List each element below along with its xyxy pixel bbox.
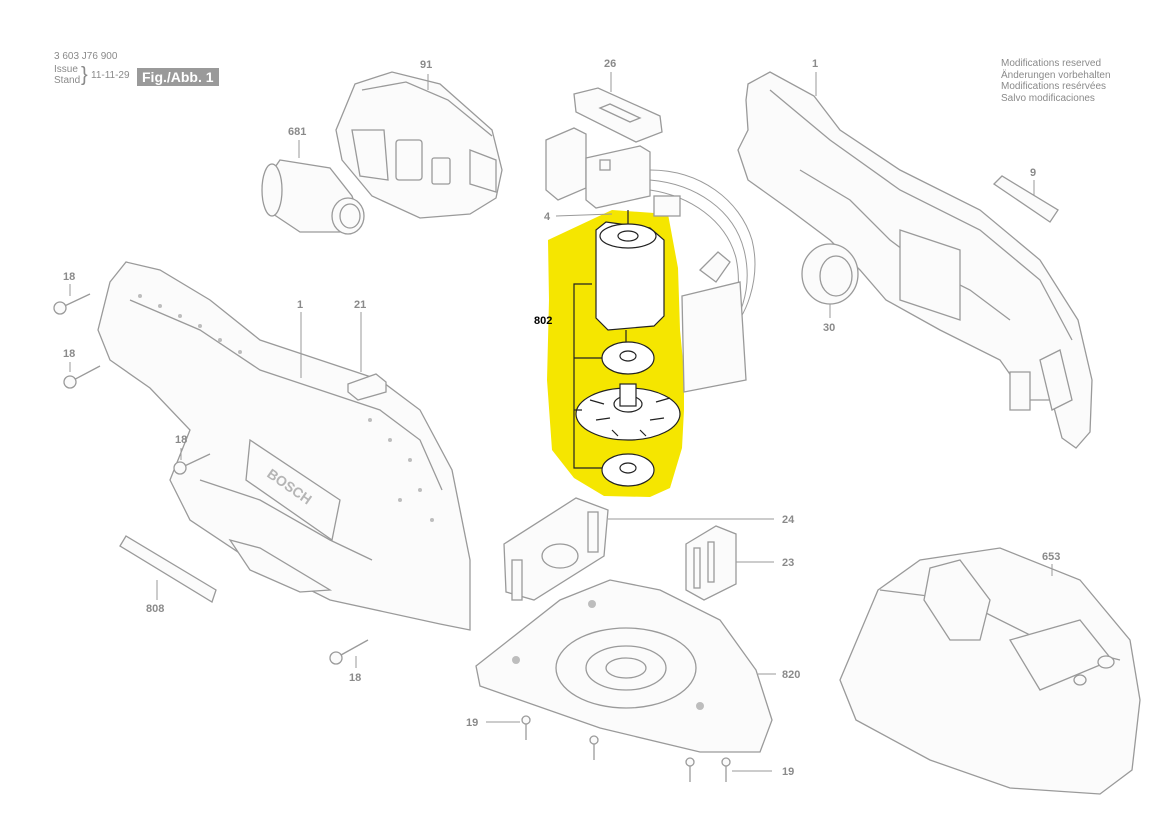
screw-18b: [63, 365, 101, 389]
stand-label: Stand: [54, 75, 81, 86]
name-plate: [119, 535, 217, 603]
charger: [839, 547, 1141, 795]
callout-1-right: 1: [812, 58, 818, 70]
seal-ring: [801, 243, 859, 305]
callout-820: 820: [782, 669, 800, 681]
screw-18d: [329, 639, 369, 665]
sanding-plate: [475, 579, 773, 753]
callout-24: 24: [782, 514, 795, 526]
notice-es: Salvo modificaciones: [1001, 92, 1095, 104]
motor-assembly: [573, 210, 681, 487]
notice-en: Modifications reserved: [1001, 58, 1102, 69]
callout-23: 23: [782, 557, 794, 569]
callout-653: 653: [1042, 551, 1060, 563]
clip: [347, 373, 387, 401]
pad-holder: [503, 497, 609, 601]
callout-1-left: 1: [297, 299, 303, 311]
screw-18c: [173, 453, 211, 475]
callout-19b: 19: [782, 766, 794, 778]
screw-19b: [589, 735, 599, 760]
screw-19c: [685, 757, 695, 782]
housing-right: [737, 71, 1093, 449]
callout-18b: 18: [63, 348, 75, 360]
screw-19d: [721, 757, 731, 782]
callout-681: 681: [288, 126, 306, 138]
callout-91: 91: [420, 59, 432, 71]
switch-slider: [573, 87, 663, 143]
switch-unit: [545, 127, 756, 393]
screw-18a: [53, 293, 91, 315]
notice-fr: Modifications resérvées: [1001, 81, 1107, 92]
callout-30: 30: [823, 322, 835, 334]
callout-26: 26: [604, 58, 616, 70]
callout-18c: 18: [175, 434, 187, 446]
modifications-notice: Modifications reserved Änderungen vorbeh…: [1001, 58, 1111, 104]
brace: }: [81, 64, 88, 86]
screw-19a: [521, 715, 531, 740]
callout-19a: 19: [466, 717, 478, 729]
callout-802: 802: [534, 315, 552, 327]
issue-date: 11-11-29: [91, 70, 130, 81]
issue-label: Issue: [54, 64, 78, 75]
callout-18a: 18: [63, 271, 75, 283]
callout-18d: 18: [349, 672, 361, 684]
pad-latch: [685, 525, 737, 601]
callout-4: 4: [544, 211, 551, 223]
notice-de: Änderungen vorbehalten: [1001, 69, 1111, 81]
callout-9: 9: [1030, 167, 1036, 179]
label-strip-9: [992, 175, 1059, 223]
figure-label: Fig./Abb. 1: [137, 68, 219, 86]
document-number: 3 603 J76 900: [54, 51, 118, 62]
battery-pack: [335, 71, 503, 219]
leader-4: [555, 213, 613, 217]
dust-adapter: [261, 159, 365, 235]
callout-21: 21: [354, 299, 366, 311]
housing-left: BOSCH: [97, 261, 471, 631]
callout-808: 808: [146, 603, 164, 615]
